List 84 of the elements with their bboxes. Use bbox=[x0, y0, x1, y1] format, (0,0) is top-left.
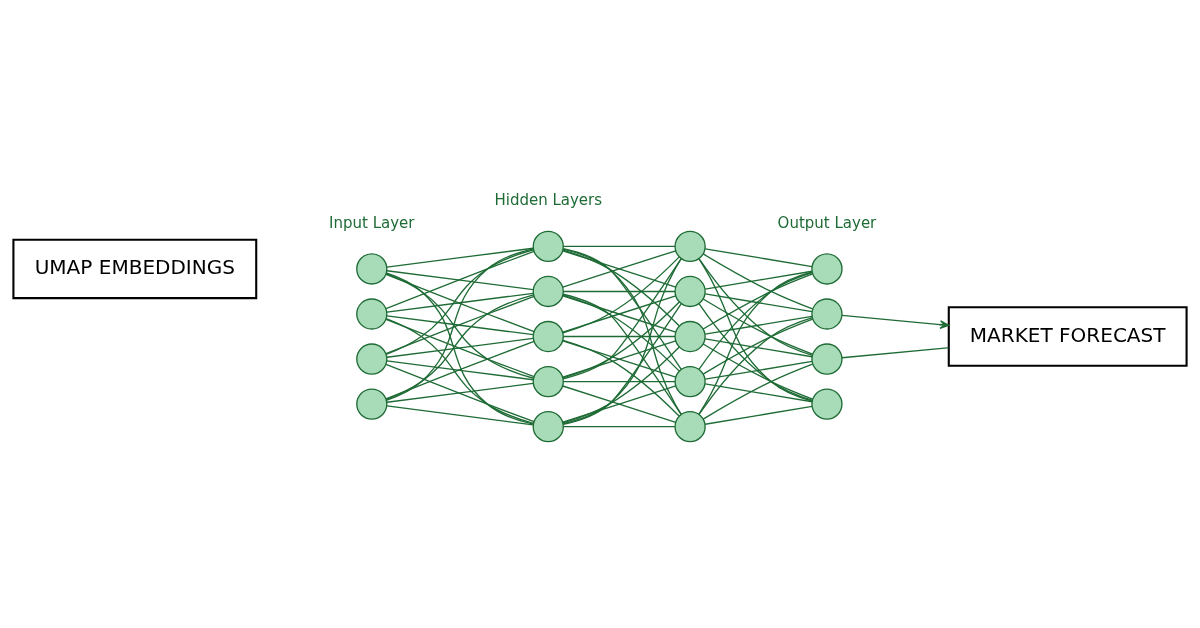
connector bbox=[841, 347, 950, 359]
connector bbox=[562, 303, 682, 425]
connector bbox=[562, 256, 680, 334]
connector bbox=[704, 248, 813, 268]
connector bbox=[562, 335, 676, 338]
node-circle bbox=[674, 230, 706, 263]
connector bbox=[562, 250, 677, 288]
connector bbox=[698, 272, 813, 370]
node-circle bbox=[674, 410, 706, 443]
node-circle bbox=[356, 253, 388, 285]
connector bbox=[702, 298, 814, 355]
node-circle bbox=[811, 253, 843, 285]
connector bbox=[562, 380, 676, 383]
connector bbox=[562, 301, 680, 379]
connector bbox=[386, 247, 534, 268]
connector bbox=[698, 303, 813, 402]
connector bbox=[702, 318, 814, 375]
connector bbox=[386, 360, 534, 381]
node-circle bbox=[532, 320, 564, 353]
node-circle bbox=[811, 298, 843, 330]
connector bbox=[704, 315, 813, 335]
node-box: MARKET FORECAST bbox=[947, 306, 1188, 367]
connector bbox=[704, 293, 813, 313]
connector bbox=[385, 248, 535, 401]
connector bbox=[702, 343, 814, 400]
node-circle bbox=[811, 343, 843, 375]
connector bbox=[385, 294, 535, 401]
connector bbox=[385, 272, 535, 425]
connector bbox=[562, 290, 676, 293]
connector bbox=[385, 273, 535, 333]
connector bbox=[385, 250, 535, 310]
connector bbox=[702, 273, 814, 330]
connector bbox=[562, 346, 680, 424]
connector bbox=[562, 249, 680, 327]
node-circle bbox=[674, 320, 706, 353]
connector bbox=[385, 363, 535, 423]
connector bbox=[704, 360, 813, 380]
connector bbox=[702, 253, 814, 310]
label: Hidden Layers bbox=[494, 191, 603, 210]
connector bbox=[698, 271, 813, 415]
connector bbox=[562, 339, 680, 417]
connector bbox=[386, 270, 534, 291]
node-circle bbox=[674, 275, 706, 308]
connector bbox=[698, 258, 813, 402]
connector bbox=[704, 405, 813, 425]
connector bbox=[385, 318, 535, 424]
connector bbox=[562, 245, 676, 248]
connector bbox=[386, 405, 534, 426]
connector bbox=[562, 425, 676, 428]
node-circle bbox=[356, 343, 388, 375]
node-circle bbox=[811, 388, 843, 420]
connector bbox=[386, 382, 534, 403]
node-circle bbox=[356, 388, 388, 420]
connector bbox=[385, 340, 535, 400]
connector bbox=[385, 318, 535, 378]
connector bbox=[386, 292, 534, 313]
connector bbox=[386, 315, 534, 336]
connector bbox=[562, 385, 677, 423]
node-circle bbox=[532, 365, 564, 398]
node-circle bbox=[356, 298, 388, 330]
arrow bbox=[841, 314, 950, 329]
connector bbox=[562, 293, 682, 415]
connector bbox=[385, 272, 535, 379]
connector bbox=[385, 249, 535, 356]
connector bbox=[698, 258, 813, 356]
connector bbox=[562, 294, 680, 372]
node-box: UMAP EMBEDDINGS bbox=[12, 238, 258, 300]
connector bbox=[704, 270, 813, 290]
connector bbox=[385, 295, 535, 355]
label: Input Layer bbox=[329, 213, 415, 232]
connector bbox=[704, 338, 813, 358]
connector bbox=[562, 295, 677, 333]
label: Output Layer bbox=[777, 213, 877, 232]
connector bbox=[562, 340, 677, 378]
connector bbox=[562, 258, 682, 380]
node-circle bbox=[532, 410, 564, 443]
connector bbox=[698, 317, 813, 415]
node-circle bbox=[532, 275, 564, 308]
connector bbox=[386, 337, 534, 358]
node-circle bbox=[532, 230, 564, 263]
connector bbox=[702, 363, 814, 420]
connector bbox=[704, 383, 813, 403]
node-circle bbox=[674, 365, 706, 398]
connector bbox=[562, 248, 682, 370]
